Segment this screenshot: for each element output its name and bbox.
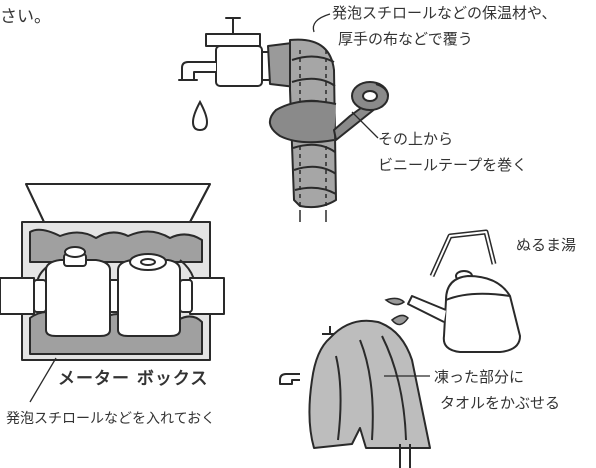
warm-water-label: ぬるま湯 (516, 236, 577, 254)
meter-box-illustration (0, 183, 225, 361)
faucet-body (215, 45, 263, 87)
towel-label-line1: 凍った部分に (434, 368, 525, 386)
insulation-label-line1: 発泡スチロールなどの保温材や、 (332, 4, 557, 22)
faucet-spout (181, 61, 217, 81)
meter-box-note: 発泡スチロールなどを入れておく (6, 411, 216, 427)
pouring-water (384, 297, 409, 326)
vinyl-tape (269, 81, 389, 144)
towel-label-line2: タオルをかぶせる (440, 394, 561, 412)
top-left-fragment: さい。 (0, 7, 51, 27)
kettle-body (442, 275, 521, 353)
water-meter-left (45, 259, 111, 337)
kettle-illustration (407, 229, 521, 353)
tape-label-line1: その上から (378, 130, 454, 148)
kettle-spout (407, 295, 447, 323)
tape-label-line2: ビニールテープを巻く (378, 156, 528, 174)
insulation-label-line2: 厚手の布などで覆う (338, 30, 473, 48)
towel-illustration (279, 319, 431, 468)
water-drop-icon (191, 99, 209, 132)
faucet-handle (205, 33, 261, 47)
meter-box-label: メーター ボックス (58, 369, 209, 389)
faucet-illustration (178, 17, 271, 87)
meter-box-lid (25, 183, 211, 223)
towel (308, 319, 431, 449)
water-meter-right (117, 259, 181, 337)
